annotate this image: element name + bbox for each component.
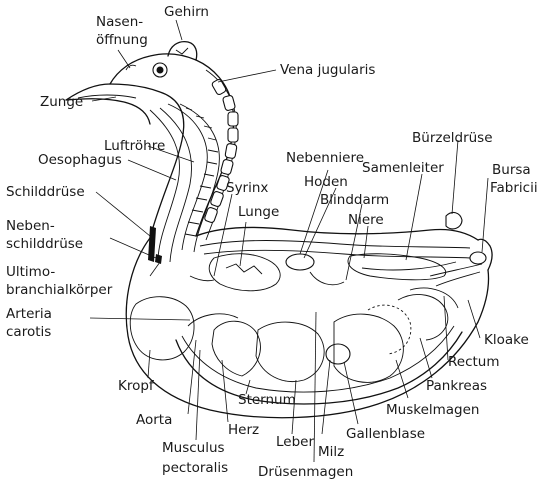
label-ultimo-line1: Ultimo- [6,264,55,280]
label-herz: Herz [228,422,259,438]
label-oesophagus: Oesophagus [38,152,122,168]
label-kropf: Kropf [118,378,155,394]
label-syrinx: Syrinx [226,180,268,196]
label-sternum: Sternum [238,392,296,408]
neck-and-head [65,40,235,239]
label-schilddruese: Schilddrüse [6,184,85,200]
label-samenleiter: Samenleiter [362,160,444,176]
visceral-organs [129,263,483,383]
label-muskelmagen: Muskelmagen [386,402,480,418]
body-outline [125,226,493,419]
label-ultimo-line2: branchialkörper [6,282,113,298]
oesophagus [149,107,192,263]
label-nebenschilddruese-line2: schilddrüse [6,236,83,252]
label-buerzeldruese: Bürzeldrüse [412,130,493,146]
label-gallenblase: Gallenblase [346,426,425,442]
labels: Nasen- öffnung Gehirn Vena jugularis Zun… [6,4,538,480]
label-zunge: Zunge [40,94,83,110]
label-blinddarm: Blinddarm [320,192,389,208]
label-gehirn: Gehirn [164,4,209,20]
dorsal-organs [199,211,487,292]
label-kloake: Kloake [484,332,529,348]
leader-lines [89,19,489,463]
label-bursa-line2: Fabricii [490,180,538,196]
label-arteria-line2: carotis [6,324,51,340]
trachea [167,103,220,253]
schilddruese-shape [148,226,156,262]
label-nasenoeffnung-line1: Nasen- [96,14,143,30]
label-nasenoeffnung-line2: öffnung [96,32,148,48]
label-bursa-line1: Bursa [492,162,531,178]
nebenschilddruese-shape [155,254,162,264]
label-niere: Niere [348,212,384,228]
label-arteria-line1: Arteria [6,306,52,322]
label-druesenmagen: Drüsenmagen [258,464,353,480]
label-nebenschilddruese-line1: Neben- [6,218,55,234]
label-leber: Leber [276,434,314,450]
label-luftroehre: Luftröhre [104,138,165,154]
trachea-rings [184,107,219,237]
label-musculus-line1: Musculus [162,440,225,456]
label-hoden: Hoden [304,174,348,190]
label-milz: Milz [318,444,344,460]
label-aorta: Aorta [136,412,172,428]
label-vena-jugularis: Vena jugularis [280,62,375,78]
label-rectum: Rectum [448,354,500,370]
label-nebenniere: Nebenniere [286,150,364,166]
label-pankreas: Pankreas [426,378,487,394]
label-musculus-line2: pectoralis [162,460,228,476]
vena-jugularis [204,69,239,241]
label-lunge: Lunge [238,204,279,220]
